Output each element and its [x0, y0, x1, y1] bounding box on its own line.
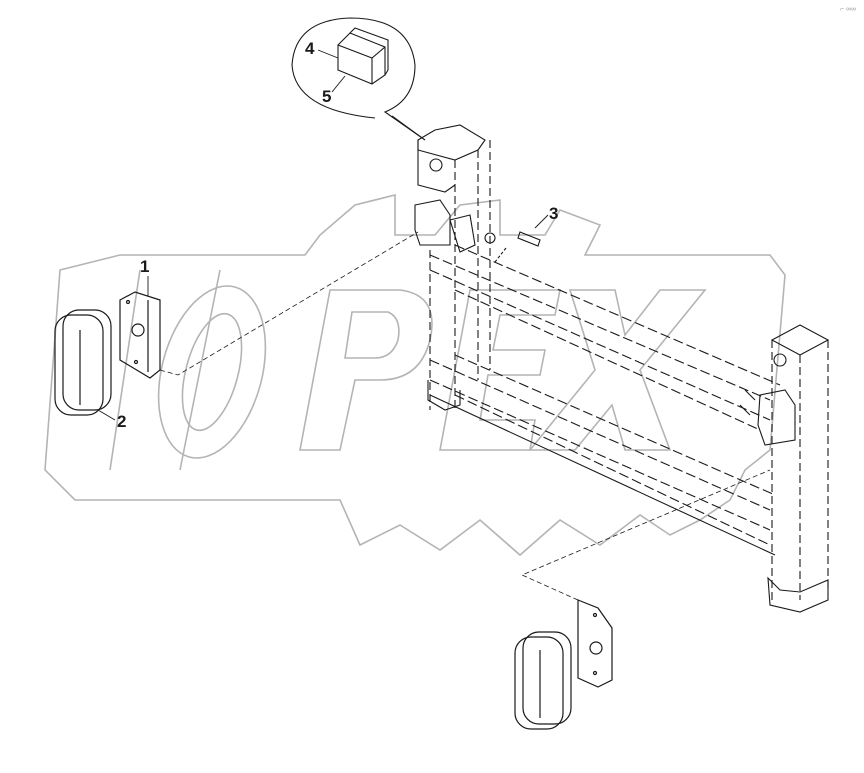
callout-4: 4 — [305, 39, 315, 58]
callout-2: 2 — [117, 412, 127, 431]
callout-1: 1 — [140, 257, 150, 276]
opex-watermark — [44, 193, 786, 557]
left-lamp-assembly — [54, 231, 419, 416]
right-lamp-assembly — [514, 469, 771, 730]
leader-lines — [97, 49, 549, 421]
callout-5: 5 — [322, 87, 332, 106]
frame-structure — [414, 124, 830, 613]
corner-mark: ⌐ ∞∞ — [839, 6, 856, 13]
detail-bubble — [291, 17, 426, 141]
callout-3: 3 — [549, 204, 559, 223]
